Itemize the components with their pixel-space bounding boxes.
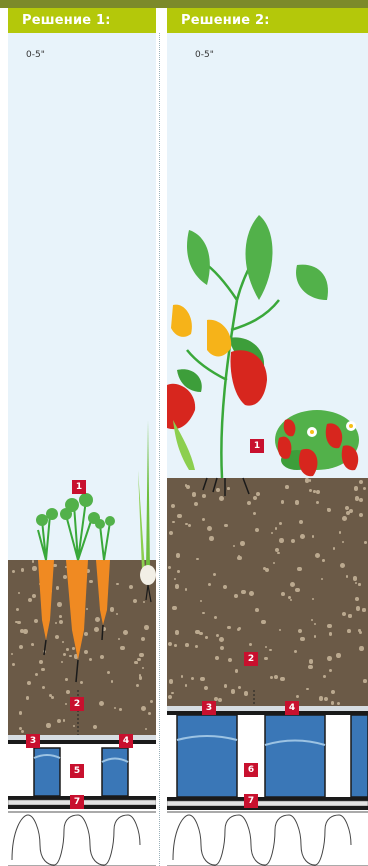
onion-icon [138, 420, 156, 602]
marker-5: 5 [70, 764, 84, 778]
marker-7: 7 [244, 794, 258, 808]
carrot-icon [36, 493, 115, 682]
marker-7: 7 [70, 795, 84, 809]
solution-2-panel: Решение 2: 0-5" [167, 0, 368, 866]
marker-1: 1 [72, 480, 86, 494]
marker-1: 1 [250, 439, 264, 453]
marker-2: 2 [244, 652, 258, 666]
strawberry-plant-icon [275, 410, 359, 476]
layer-illustration [167, 0, 368, 866]
marker-4: 4 [119, 734, 133, 748]
marker-3: 3 [26, 734, 40, 748]
marker-3: 3 [202, 701, 216, 715]
marker-2: 2 [70, 697, 84, 711]
panel-divider [159, 33, 160, 866]
marker-4: 4 [285, 701, 299, 715]
marker-6: 6 [244, 763, 258, 777]
solution-1-panel: Решение 1: 0-5" [8, 0, 156, 866]
